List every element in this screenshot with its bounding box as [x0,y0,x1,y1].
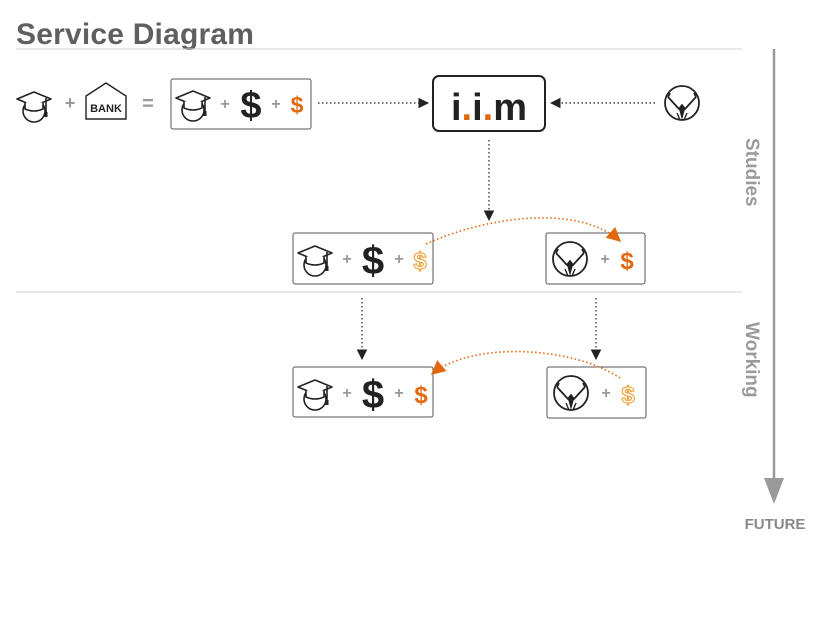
student-bundle-box: + $ + $ [292,366,434,418]
logo-letter: i [472,87,483,129]
plus-sign: + [271,96,280,113]
logo-dot: . [462,87,473,129]
plus-sign: + [394,385,403,402]
dollar-icon: $ [414,382,428,409]
future-label: FUTURE [745,516,806,533]
dollar-icon: $ [620,248,634,275]
iim-logo: i.i.m [432,75,546,132]
dollar-icon: $ [291,92,304,118]
student-bundle-box: + $ + $ [292,232,434,285]
graduate-icon [16,91,52,123]
dollar-icon: $ [240,85,261,127]
employer-icon [552,241,588,277]
employer-icon [553,375,589,411]
studies-label: Studies [741,138,762,207]
plus-sign: + [601,385,610,402]
plus-sign: + [220,96,229,113]
page-title: Service Diagram [16,18,255,51]
svg-text:i.i.m: i.i.m [451,87,527,129]
timeline-axis [764,49,784,504]
dollar-icon: $ [362,239,384,283]
dollar-icon: $ [413,248,427,275]
logo-letter: i [451,87,462,129]
logo-letter: m [493,87,527,129]
dollar-icon: $ [621,382,635,409]
plus-sign: + [600,251,609,268]
logo-dot: . [483,87,494,129]
employer-bundle-box: + $ [546,366,647,419]
plus-sign: + [342,385,351,402]
student-bundle-box: + $ + $ [170,78,312,130]
bank-label: BANK [90,103,122,115]
bank-icon: BANK [85,82,127,120]
plus-sign: + [65,93,76,113]
plus-sign: + [342,251,351,268]
dollar-icon: $ [362,373,384,417]
equals-sign: = [142,93,154,115]
employer-bundle-box: + $ [545,232,646,285]
working-label: Working [741,322,762,398]
plus-sign: + [394,251,403,268]
employer-icon [664,85,700,121]
